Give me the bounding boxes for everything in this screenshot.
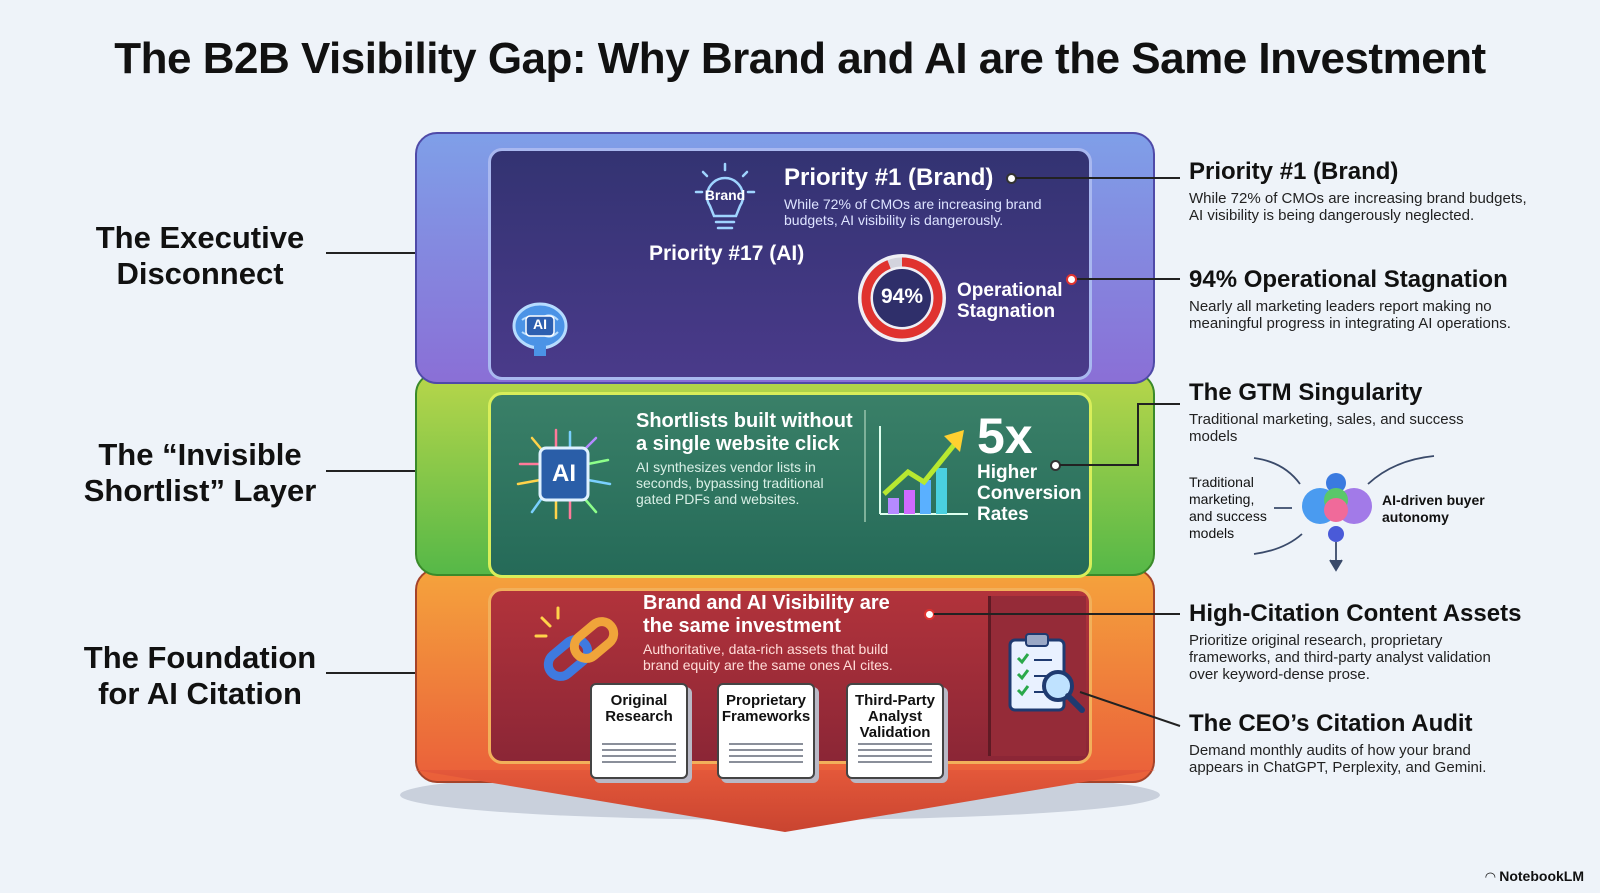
connector-line <box>326 672 456 674</box>
label-invisible-shortlist: The “Invisible Shortlist” Layer <box>83 437 317 508</box>
right-stagnation-title: 94% Operational Stagnation <box>1189 266 1508 293</box>
right-stagnation-desc: Nearly all marketing leaders report maki… <box>1189 298 1511 332</box>
right-assets-title: High-Citation Content Assets <box>1189 600 1522 627</box>
visibility-heading: Brand and AI Visibility are the same inv… <box>643 592 890 637</box>
right-audit-title: The CEO’s Citation Audit <box>1189 710 1473 737</box>
label-executive-disconnect: The Executive Disconnect <box>95 220 305 291</box>
card-proprietary-frameworks: Proprietary Frameworks <box>717 683 815 779</box>
ai-chip-icon: AI <box>512 420 616 528</box>
card-title: Original Research <box>605 692 673 725</box>
right-priority-brand-desc: While 72% of CMOs are increasing brand b… <box>1189 190 1527 224</box>
right-audit-desc: Demand monthly audits of how your brand … <box>1189 742 1487 776</box>
notebooklm-logo: ◠ NotebookLM <box>1485 868 1584 885</box>
card-third-party-validation: Third-Party Analyst Validation <box>846 683 944 779</box>
connector-dot <box>1006 173 1017 184</box>
stagnation-gauge: 94% <box>856 252 948 344</box>
right-priority-brand-title: Priority #1 (Brand) <box>1189 158 1399 185</box>
shortlist-heading: Shortlists built without a single websit… <box>636 410 853 455</box>
card-title: Third-Party Analyst Validation <box>854 692 935 741</box>
card-lines <box>858 743 932 767</box>
connector-line <box>326 470 456 472</box>
gtm-ai-autonomy-label: AI-driven buyer autonomy <box>1382 492 1485 525</box>
card-original-research: Original Research <box>590 683 688 779</box>
panel-executive <box>488 148 1092 380</box>
multiplier-value: 5x <box>977 408 1033 464</box>
gauge-label: Operational Stagnation <box>957 280 1063 322</box>
lightbulb-icon: Brand <box>690 162 760 242</box>
card-lines <box>602 743 676 767</box>
card-lines <box>729 743 803 767</box>
gauge-value: 94% <box>880 285 924 308</box>
priority-brand-heading: Priority #1 (Brand) <box>784 164 994 191</box>
connector-dot <box>924 609 935 620</box>
bulb-label: Brand <box>704 187 746 203</box>
panel-divider <box>864 410 866 522</box>
right-gtm-title: The GTM Singularity <box>1189 379 1423 406</box>
notebooklm-icon: ◠ <box>1485 869 1496 884</box>
priority-ai-heading: Priority #17 (AI) <box>649 242 805 265</box>
right-assets-desc: Prioritize original research, proprietar… <box>1189 632 1491 683</box>
brain-icon: AI <box>508 296 572 360</box>
connector-line <box>326 252 456 254</box>
connector-dot <box>1050 460 1061 471</box>
multiplier-label: Higher Conversion Rates <box>977 462 1082 525</box>
priority-brand-desc: While 72% of CMOs are increasing brand b… <box>784 196 1042 228</box>
label-foundation-ai-citation: The Foundation for AI Citation <box>83 640 317 711</box>
gtm-traditional-label: Traditional marketing, and success model… <box>1189 474 1267 541</box>
clipboard-audit-icon <box>1006 632 1088 718</box>
right-gtm-desc: Traditional marketing, sales, and succes… <box>1189 411 1464 445</box>
growth-chart-icon <box>874 420 972 520</box>
brain-label: AI <box>533 316 547 332</box>
chain-link-icon <box>532 606 628 692</box>
page-title: The B2B Visibility Gap: Why Brand and AI… <box>114 34 1486 83</box>
chip-label: AI <box>552 460 576 487</box>
shortlist-desc: AI synthesizes vendor lists in seconds, … <box>636 459 824 507</box>
connector-dot <box>1066 274 1077 285</box>
card-title: Proprietary Frameworks <box>721 692 811 725</box>
visibility-desc: Authoritative, data-rich assets that bui… <box>643 641 893 673</box>
notebooklm-text: NotebookLM <box>1499 868 1584 884</box>
